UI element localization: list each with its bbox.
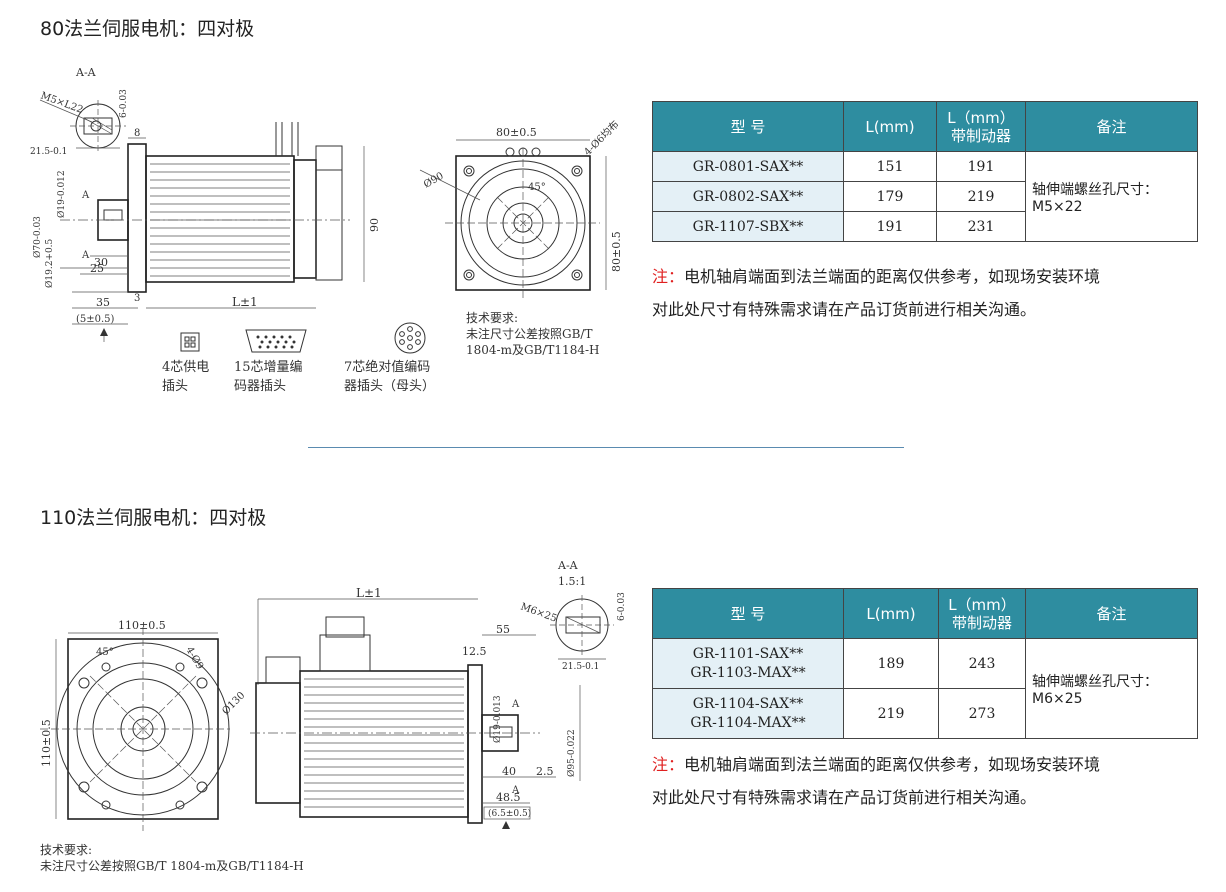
header-lb: L（mm）带制动器	[938, 588, 1026, 639]
table-row: GR-0802-SAX** 179 219	[652, 181, 1198, 212]
d55-label: (5±0.5)	[76, 314, 115, 325]
d65-label: (6.5±0.5)	[488, 808, 531, 819]
f110-label: 110±0.5	[118, 619, 166, 632]
d19-label: Ø19-0.012	[56, 170, 67, 218]
remark-cell: 轴伸端螺丝孔尺寸：M5×22	[1025, 151, 1198, 242]
section1-note: 注：电机轴肩端面到法兰端面的距离仅供参考，如现场安装环境 对此处尺寸有特殊需求请…	[652, 267, 1101, 319]
header-lb: L（mm）带制动器	[936, 101, 1026, 152]
section2-spec-table: 型 号 L(mm) L（mm）带制动器 备注 GR-1101-SAX**GR-1…	[652, 588, 1198, 739]
holes2-label: 4-Ø9	[183, 645, 205, 672]
a1-label: A	[81, 190, 90, 201]
section1-tech-requirements: 技术要求: 未注尺寸公差按照GB/T 1804-m及GB/T1184-H	[466, 311, 600, 357]
d30-label: 30	[94, 256, 108, 269]
deg45-2-label: 45°	[96, 647, 114, 658]
d485-label: 48.5	[496, 791, 521, 804]
f80-label: 80±0.5	[496, 126, 537, 139]
d90-label: 90	[368, 218, 381, 232]
section1-spec-table: 型 号 L(mm) L（mm）带制动器 备注 GR-0801-SAX** 151…	[652, 101, 1198, 242]
a2-label: A	[81, 250, 90, 261]
a1-2-label: A	[511, 699, 520, 710]
motor80-drawing: A-A M5×L22 6-0.03 21.5-0.1 8 Ø19-0.012 Ø	[30, 66, 623, 342]
d95-label: Ø95-0.022	[566, 729, 577, 777]
d40-label: 40	[502, 765, 516, 778]
header-model: 型 号	[652, 101, 844, 152]
header-model: 型 号	[652, 588, 844, 639]
connector-4pin-icon	[180, 332, 200, 352]
table-row: GR-1104-SAX**GR-1104-MAX** 219 273	[652, 688, 1198, 739]
m5-label: M5×L22	[39, 90, 84, 116]
section-divider	[308, 447, 904, 448]
d3-label: 3	[134, 293, 140, 304]
phi130-label: Ø130	[220, 690, 247, 717]
remark-cell: 轴伸端螺丝孔尺寸：M6×25	[1025, 638, 1198, 739]
motor110-drawing: 110±0.5 110±0.5 4-Ø9 45° Ø130 L±1 55 12.…	[40, 559, 627, 831]
table-row: GR-1107-SBX** 191 231	[652, 211, 1198, 242]
d19-2-label: Ø19-0.013	[492, 695, 503, 743]
scale-label: 1.5:1	[558, 575, 586, 588]
holes-label: 4-Ø6均布	[582, 118, 622, 158]
section2-title: 110法兰伺服电机：四对极	[40, 507, 267, 529]
l1-label: L±1	[232, 295, 258, 309]
d70-label: Ø70-0.03	[32, 216, 43, 258]
header-remark: 备注	[1025, 101, 1198, 152]
header-l: L(mm)	[843, 588, 939, 639]
section2-note: 注：电机轴肩端面到法兰端面的距离仅供参考，如现场安装环境 对此处尺寸有特殊需求请…	[652, 755, 1101, 807]
d25-2-label: 2.5	[536, 765, 554, 778]
d8-label: 8	[134, 128, 140, 139]
d35-label: 35	[96, 296, 110, 309]
aa2-label: A-A	[557, 559, 579, 572]
d192-label: Ø19.2+0.5	[44, 238, 55, 288]
f110v-label: 110±0.5	[40, 719, 53, 767]
d215-label: 21.5-0.1	[30, 147, 67, 157]
deg45-label: 45°	[528, 182, 546, 193]
connector-15pin-label: 15芯增量编码器插头	[234, 360, 303, 394]
connector-7pin-icon	[394, 322, 426, 354]
header-l: L(mm)	[843, 101, 937, 152]
m6-label: M6×25	[519, 601, 558, 624]
header-remark: 备注	[1025, 588, 1198, 639]
d6-2-label: 6-0.03	[617, 592, 627, 621]
d55-2-label: 55	[496, 623, 510, 636]
connector-7pin-label: 7芯绝对值编码器插头（母头）	[344, 360, 436, 394]
f80v-label: 80±0.5	[610, 231, 623, 272]
section2-tech-requirements: 技术要求: 未注尺寸公差按照GB/T 1804-m及GB/T1184-H	[40, 843, 304, 873]
connector-15pin-icon	[245, 329, 307, 353]
d6-label: 6-0.03	[119, 89, 129, 118]
a2-2-label: A	[511, 785, 520, 796]
aa-label: A-A	[75, 66, 97, 79]
section1-title: 80法兰伺服电机：四对极	[40, 18, 255, 40]
d25-label: 25	[90, 262, 104, 275]
d215-2-label: 21.5-0.1	[562, 662, 599, 672]
l1-2-label: L±1	[356, 586, 382, 600]
table-row: GR-1101-SAX**GR-1103-MAX** 189 243 轴伸端螺丝…	[652, 638, 1198, 739]
phi90-label: Ø90	[422, 171, 446, 191]
d125-label: 12.5	[462, 645, 487, 658]
connector-4pin-label: 4芯供电插头	[162, 360, 210, 394]
table-row: GR-0801-SAX** 151 191 轴伸端螺丝孔尺寸：M5×22	[652, 151, 1198, 242]
